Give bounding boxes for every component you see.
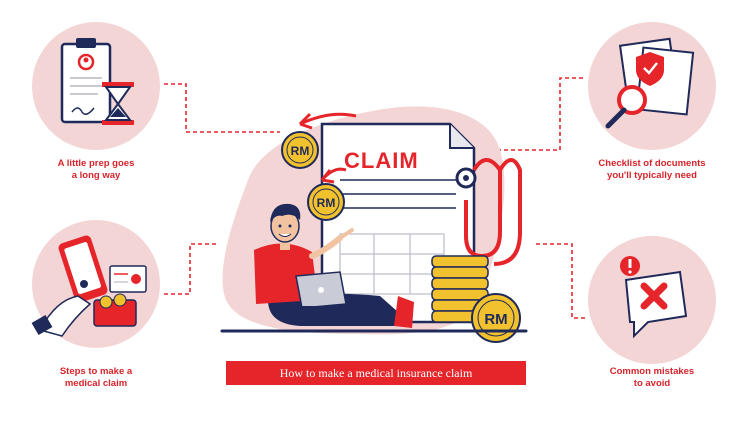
svg-text:RM: RM — [291, 144, 310, 158]
connector-top-left — [164, 83, 280, 133]
topic-prep-caption: A little prep goes a long way — [57, 158, 135, 181]
prep-illustration — [32, 22, 160, 150]
cross-icon — [640, 282, 668, 310]
hourglass-icon — [102, 82, 134, 125]
svg-text:RM: RM — [317, 196, 336, 210]
topic-steps-caption: Steps to make a medical claim — [59, 366, 133, 389]
dashed-connectors — [164, 77, 585, 319]
magnifier-icon — [605, 85, 647, 129]
mistakes-illustration — [588, 236, 716, 364]
topic-checklist-caption: Checklist of documents you'll typically … — [598, 158, 706, 181]
chat-bubble-icon — [624, 270, 688, 339]
svg-text:RM: RM — [484, 311, 507, 328]
connector-bottom-right — [536, 243, 585, 319]
topic-mistakes-caption: Common mistakes to avoid — [609, 366, 695, 389]
rm-coin-top: RM — [281, 131, 319, 169]
claim-heading: CLAIM — [344, 148, 419, 173]
steps-illustration — [31, 220, 160, 348]
shield-icon — [636, 52, 664, 86]
stethoscope-icon — [455, 158, 522, 266]
connector-top-right — [476, 77, 585, 151]
rm-coin-middle: RM — [307, 183, 345, 221]
center-banner: How to make a medical insurance claim — [226, 361, 526, 385]
man-figure — [254, 203, 414, 328]
id-card-icon — [109, 265, 147, 293]
connector-bottom-left — [164, 243, 216, 295]
checklist-illustration — [588, 22, 716, 150]
rm-coin-large: RM — [471, 293, 521, 343]
arrow-icons — [298, 112, 357, 184]
